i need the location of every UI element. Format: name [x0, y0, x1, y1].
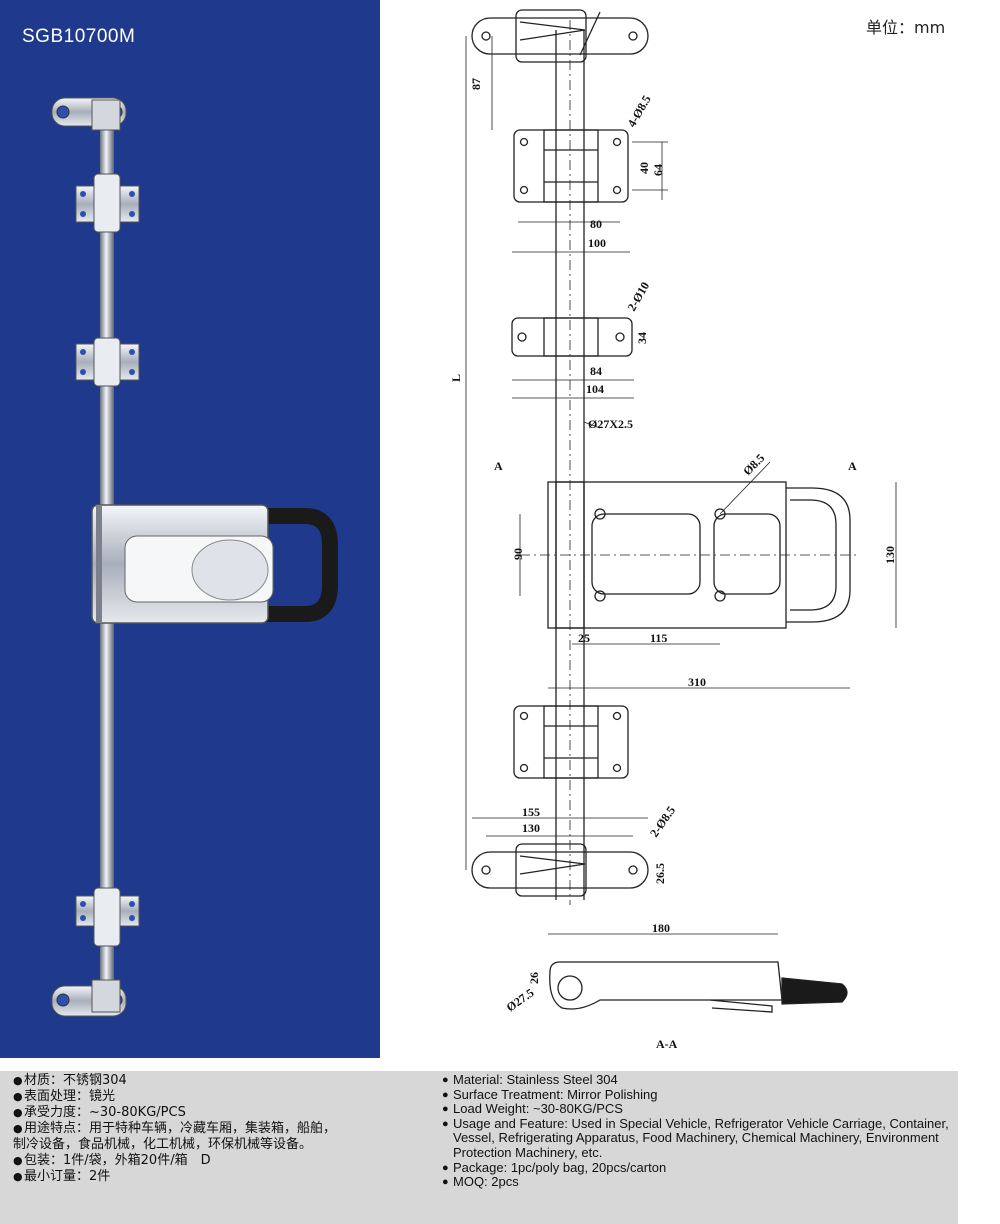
dim-90: 90: [511, 548, 525, 560]
section-a-left: A: [494, 459, 503, 473]
dim-180: 180: [652, 921, 670, 935]
spec-cn-package: 包装：1件/袋，外箱20件/箱 D: [13, 1153, 336, 1169]
dim-27-5: Ø27.5: [504, 986, 537, 1015]
section-a-right: A: [848, 459, 857, 473]
dim-80: 80: [590, 217, 602, 231]
unit-label: 单位：mm: [866, 18, 946, 37]
dim-87: 87: [469, 78, 483, 90]
dim-155: 155: [522, 805, 540, 819]
spec-list-chinese: 材质：不锈钢304 表面处理：镜光 承受力度：~30-80KG/PCS 用途特点…: [13, 1073, 336, 1185]
dim-100: 100: [588, 236, 606, 250]
photo-bracket-2: [75, 337, 140, 387]
dim-25: 25: [578, 631, 590, 645]
photo-bracket-3: [75, 887, 140, 947]
specs-panel: 材质：不锈钢304 表面处理：镜光 承受力度：~30-80KG/PCS 用途特点…: [0, 1071, 958, 1224]
dim-length: L: [449, 374, 463, 382]
spec-cn-load: 承受力度：~30-80KG/PCS: [13, 1105, 336, 1121]
spec-cn-usage-cont: 制冷设备，食品机械，化工机械，环保机械等设备。: [13, 1137, 313, 1152]
dim-115: 115: [650, 631, 667, 645]
dim-rod: Ø27X2.5: [588, 417, 633, 431]
dim-130-handle: 130: [883, 546, 897, 564]
model-code: SGB10700M: [22, 26, 136, 47]
dim-64: 64: [651, 164, 665, 176]
spec-cn-material: 材质：不锈钢304: [13, 1073, 336, 1089]
dim-40: 40: [637, 162, 651, 174]
product-photo-panel: SGB10700M: [0, 0, 380, 1058]
dim-34: 34: [635, 332, 649, 344]
photo-bracket-1: [75, 173, 140, 233]
dim-hole-8-5: Ø8.5: [740, 451, 767, 478]
dim-26-5: 26.5: [653, 863, 667, 884]
dim-4-holes: 4-Ø8.5: [624, 93, 653, 130]
photo-handle: [91, 504, 338, 624]
dim-104: 104: [586, 382, 604, 396]
photo-top-hinge: [51, 97, 127, 131]
spec-en-moq: MOQ: 2pcs: [442, 1175, 952, 1190]
spec-list-english: Material: Stainless Steel 304 Surface Tr…: [442, 1072, 952, 1190]
spec-cn-usage: 用途特点：用于特种车辆，冷藏车厢，集装箱，船舶，: [13, 1121, 336, 1137]
dim-310: 310: [688, 675, 706, 689]
spec-en-load: Load Weight: ~30-80KG/PCS: [442, 1102, 952, 1117]
spec-cn-surface: 表面处理：镜光: [13, 1089, 336, 1105]
product-photo: [51, 97, 338, 1017]
spec-cn-moq: 最小订量：2件: [13, 1169, 336, 1185]
dim-130-base: 130: [522, 821, 540, 835]
dim-2-holes-10: 2-Ø10: [624, 279, 652, 313]
spec-en-package: Package: 1pc/poly bag, 20pcs/carton: [442, 1160, 952, 1176]
dim-2-holes-8-5: 2-Ø8.5: [647, 804, 678, 840]
photo-bottom-hinge: [51, 979, 127, 1017]
spec-en-surface: Surface Treatment: Mirror Polishing: [442, 1087, 952, 1103]
section-label: A-A: [656, 1037, 678, 1051]
dim-84: 84: [590, 364, 602, 378]
spec-en-usage: Usage and Feature: Used in Special Vehic…: [442, 1116, 952, 1161]
spec-en-material: Material: Stainless Steel 304: [442, 1072, 952, 1088]
technical-drawing: 87 4-Ø8.5 40 64 80 100 2-Ø10 34 84 104 Ø…: [449, 9, 897, 1051]
dim-26: 26: [527, 972, 541, 984]
